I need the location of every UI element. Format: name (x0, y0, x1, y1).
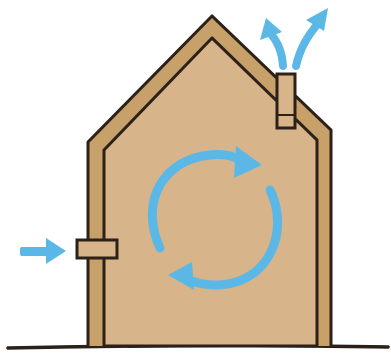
circulation-arrowhead-bottom (168, 262, 194, 290)
arrow-right-icon (20, 238, 66, 264)
arrows-up-icon (260, 8, 328, 70)
exhaust-vent (275, 72, 297, 130)
intake-vent (75, 238, 119, 260)
circulation-arrowhead-top (234, 146, 262, 178)
